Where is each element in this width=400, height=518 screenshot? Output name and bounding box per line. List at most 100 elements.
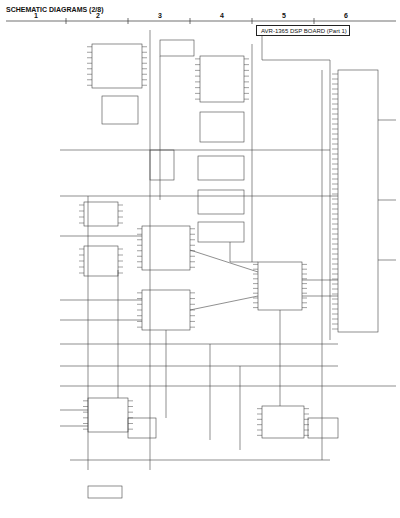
pin-stub [142, 85, 147, 86]
pin-stub [332, 134, 338, 135]
pin-stub [332, 234, 338, 235]
pin-stub [244, 81, 249, 82]
pin-stub [87, 63, 92, 64]
pin-stub [332, 104, 338, 105]
pin-stub [118, 273, 123, 274]
pin-stub [332, 194, 338, 195]
pin-stub [195, 76, 200, 77]
pin-stub [332, 79, 338, 80]
pin-stub [195, 58, 200, 59]
pin-stub [190, 234, 195, 235]
pin-stub [302, 307, 307, 308]
pin-stub [332, 239, 338, 240]
pin-stub [302, 302, 307, 303]
pin-stub [195, 81, 200, 82]
pin-stub [190, 304, 195, 305]
pin-stub [137, 250, 142, 251]
pin-stub [190, 239, 195, 240]
pin-stub [190, 298, 195, 299]
pin-stub [332, 244, 338, 245]
pin-stub [195, 87, 200, 88]
pin-stub [304, 414, 309, 415]
column-number: 4 [220, 12, 224, 20]
pin-stub [137, 261, 142, 262]
pin-stub [332, 309, 338, 310]
column-number: 1 [34, 12, 38, 20]
pin-stub [142, 63, 147, 64]
pin-stub [302, 283, 307, 284]
pin-stub [257, 419, 262, 420]
column-number: 3 [158, 12, 162, 20]
pin-stub [332, 264, 338, 265]
pin-stub [332, 99, 338, 100]
pin-stub [83, 429, 88, 430]
pin-stub [87, 57, 92, 58]
pin-stub [142, 57, 147, 58]
pin-stub [137, 256, 142, 257]
pin-stub [332, 174, 338, 175]
pin-stub [87, 79, 92, 80]
pin-stub [332, 294, 338, 295]
pin-stub [302, 274, 307, 275]
pin-stub [304, 430, 309, 431]
pin-stub [332, 199, 338, 200]
pin-stub [253, 264, 258, 265]
pin-stub [332, 129, 338, 130]
pin-stub [190, 310, 195, 311]
pin-stub [302, 288, 307, 289]
pin-stub [257, 435, 262, 436]
pin-stub [79, 255, 84, 256]
pin-stub [190, 321, 195, 322]
pin-stub [332, 179, 338, 180]
pin-stub [304, 419, 309, 420]
pin-stub [332, 109, 338, 110]
pin-stub [332, 224, 338, 225]
pin-stub [128, 412, 133, 413]
pin-stub [118, 223, 123, 224]
pin-stub [128, 417, 133, 418]
pin-stub [332, 249, 338, 250]
pin-stub [118, 217, 123, 218]
pin-stub [190, 250, 195, 251]
pin-stub [79, 267, 84, 268]
pin-stub [244, 76, 249, 77]
pin-stub [83, 400, 88, 401]
pin-stub [79, 205, 84, 206]
pin-stub [137, 298, 142, 299]
pin-stub [332, 219, 338, 220]
pin-stub [304, 408, 309, 409]
pin-stub [83, 406, 88, 407]
pin-stub [118, 267, 123, 268]
pin-stubs [79, 47, 338, 436]
pin-stub [142, 68, 147, 69]
pin-stub [87, 74, 92, 75]
pin-stub [332, 139, 338, 140]
pin-stub [332, 229, 338, 230]
pin-stub [83, 417, 88, 418]
pin-stub [257, 424, 262, 425]
pin-stub [332, 124, 338, 125]
schematic-wires [60, 30, 396, 498]
pin-stub [137, 267, 142, 268]
pin-stub [302, 264, 307, 265]
pin-stub [302, 278, 307, 279]
pin-stub [190, 228, 195, 229]
pin-stub [190, 327, 195, 328]
pin-stub [332, 314, 338, 315]
pin-stub [87, 46, 92, 47]
pin-stub [137, 228, 142, 229]
pin-stub [83, 412, 88, 413]
pin-stub [332, 144, 338, 145]
pin-stub [332, 94, 338, 95]
pin-stub [195, 93, 200, 94]
pin-stub [87, 68, 92, 69]
pin-stub [253, 302, 258, 303]
pin-stub [128, 423, 133, 424]
pin-stub [190, 245, 195, 246]
pin-stub [190, 315, 195, 316]
pin-stub [244, 58, 249, 59]
pin-stub [332, 289, 338, 290]
pin-stub [137, 304, 142, 305]
pin-stub [190, 256, 195, 257]
pin-stub [332, 84, 338, 85]
